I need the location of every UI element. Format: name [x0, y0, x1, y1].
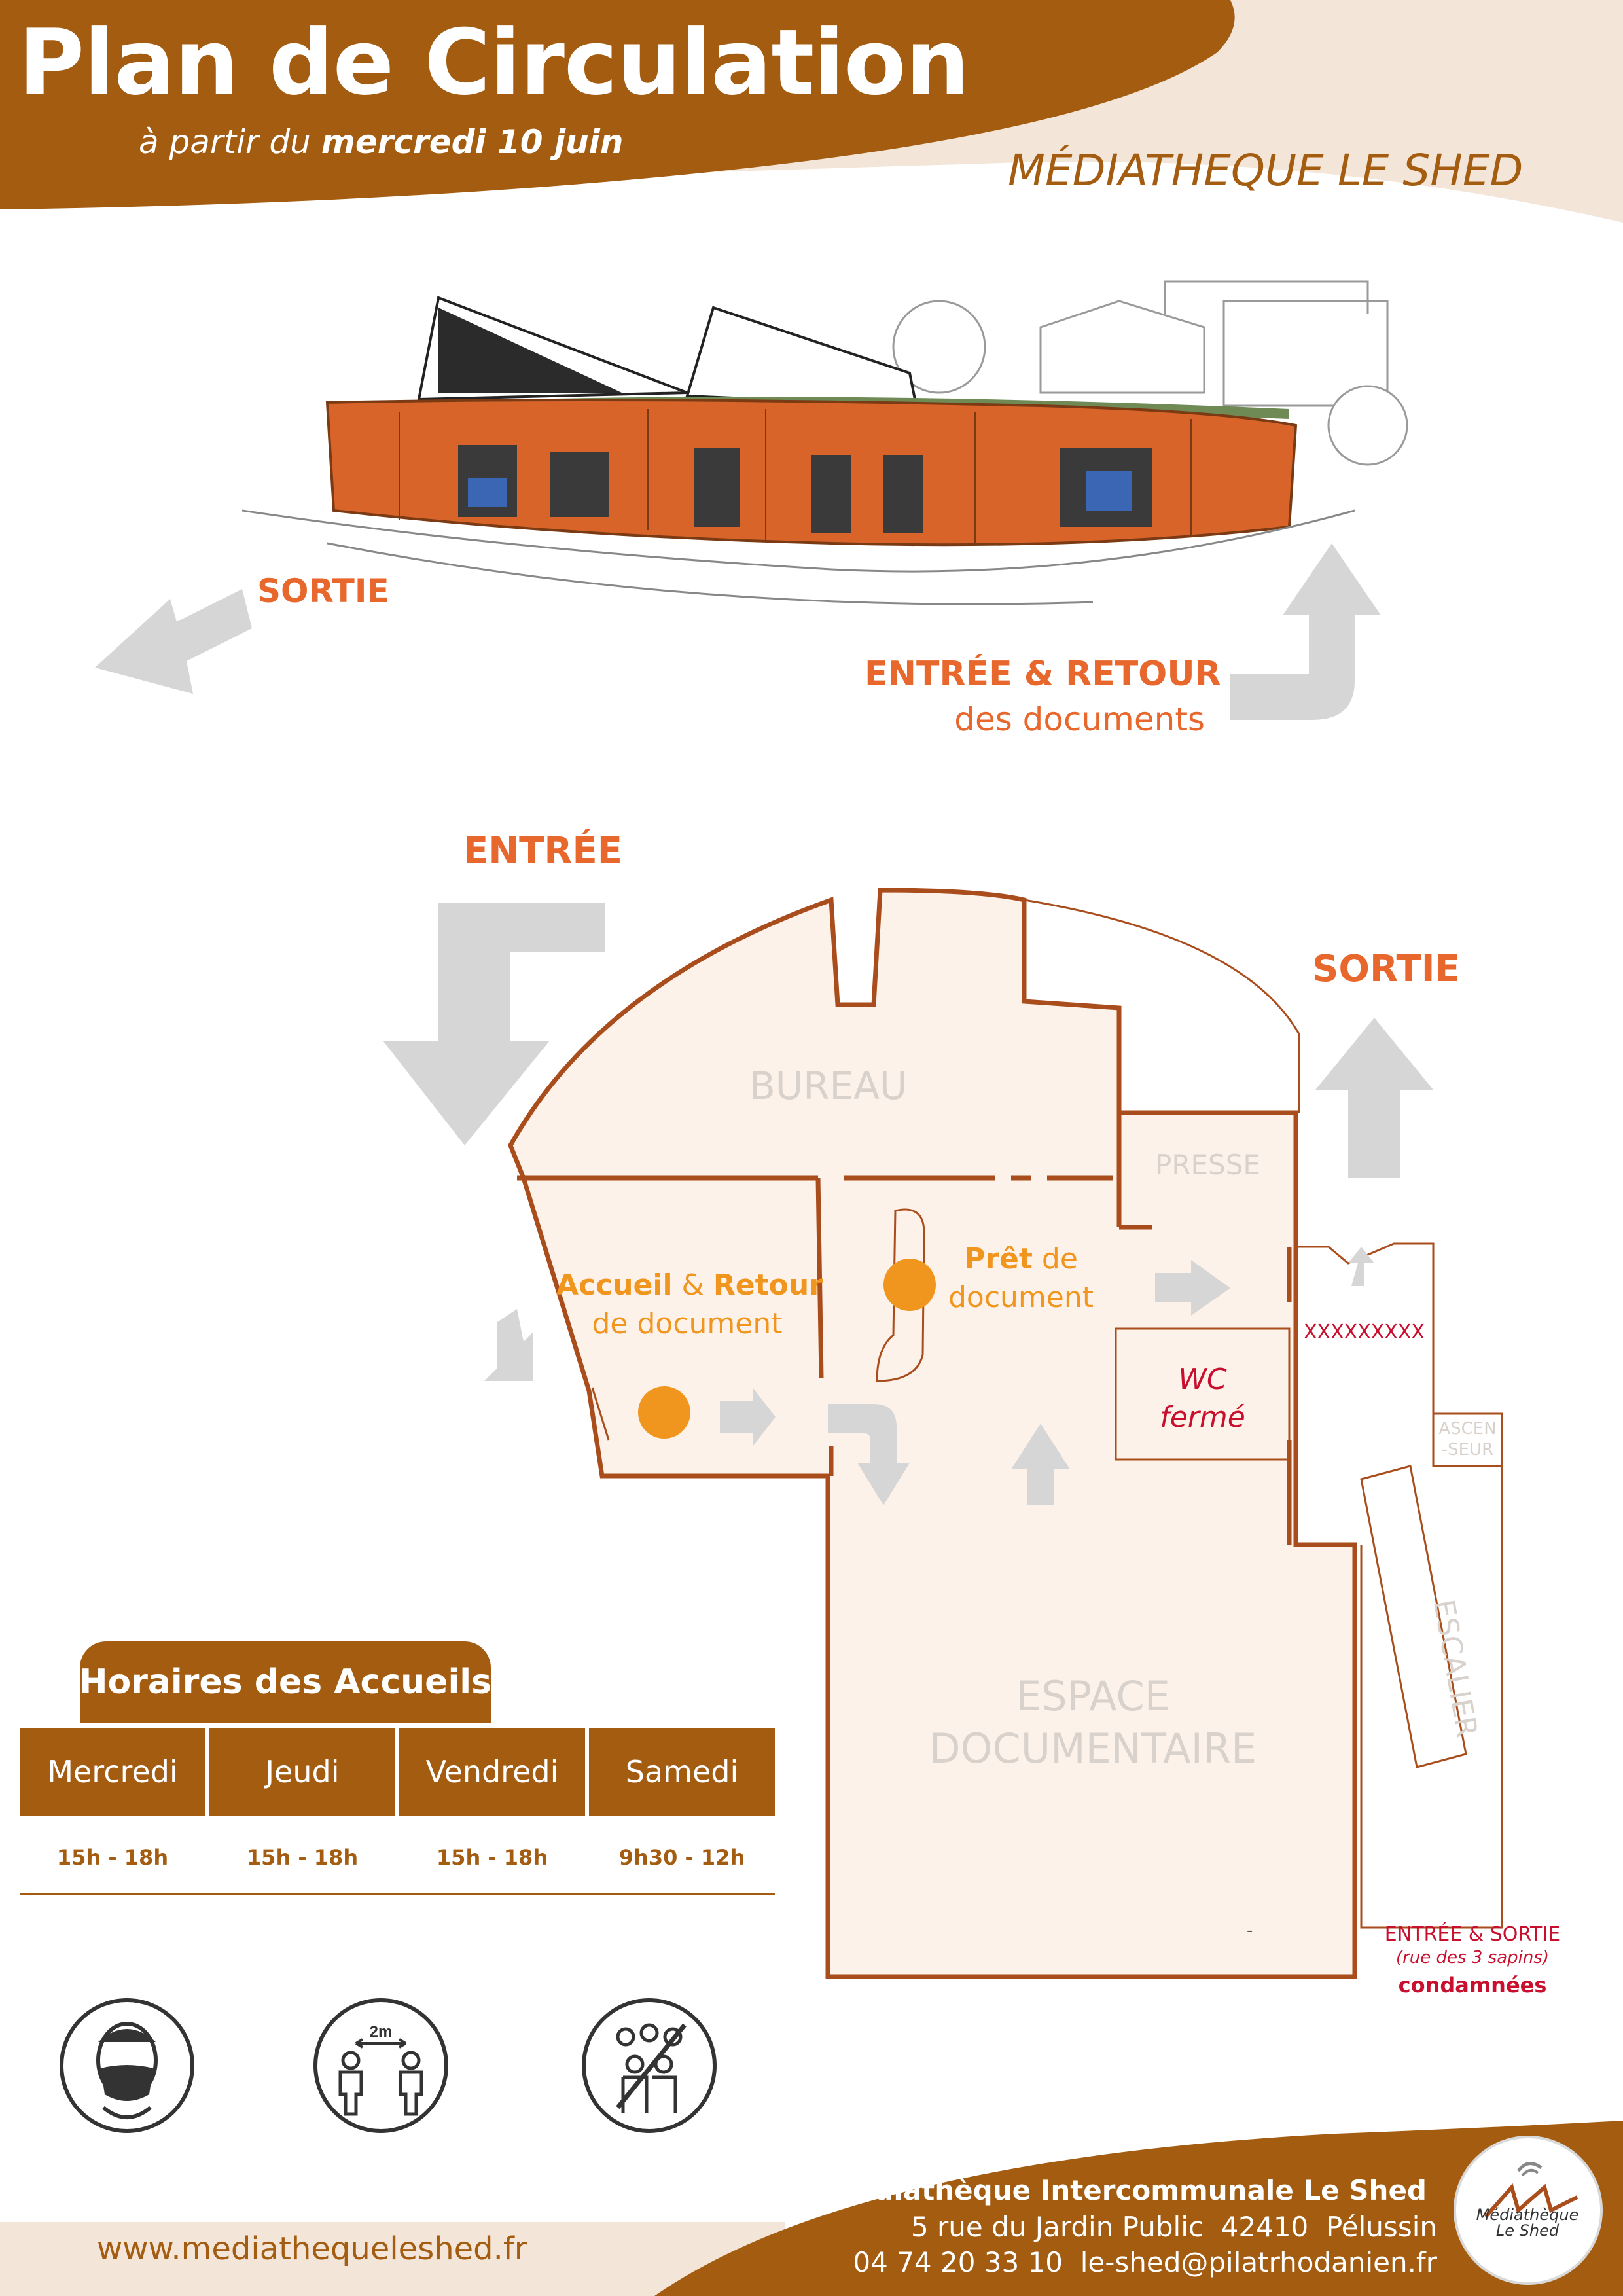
subtitle-prefix: à partir du: [139, 123, 311, 161]
page-title: Plan de Circulation: [18, 10, 970, 115]
flow-arrow-small-icon: [1348, 1247, 1374, 1286]
hours-times-row: 15h - 18h 15h - 18h 15h - 18h 9h30 - 12h: [20, 1816, 775, 1899]
outside-entry-sublabel: des documents: [954, 700, 1205, 738]
wc-label: WC: [1178, 1363, 1227, 1396]
face-mask-icon: [60, 1998, 194, 2133]
library-logo-icon: [1454, 2136, 1603, 2285]
blocked-passage-label: XXXXXXXXX: [1304, 1321, 1425, 1344]
hours-table: Mercredi Jeudi Vendredi Samedi 15h - 18h…: [20, 1728, 775, 1899]
logo-line-2: Le Shed: [1495, 2221, 1560, 2240]
plan-exit-label: SORTIE: [1312, 948, 1460, 990]
outside-entry-label: ENTRÉE & RETOUR: [865, 655, 1221, 694]
wc-status: fermé: [1160, 1401, 1245, 1434]
time-cell: 15h - 18h: [246, 1845, 359, 1870]
closed-entrance-status: condamnées: [1398, 1973, 1547, 1998]
loan-bold: Prêt: [964, 1242, 1033, 1276]
loan-label: Prêt de: [942, 1242, 1099, 1276]
room-presse-label: PRESSE: [1155, 1149, 1260, 1181]
hours-title: Horaires des Accueils: [79, 1641, 491, 1723]
social-distance-icon: 2m: [313, 1998, 448, 2133]
hours-days-row: Mercredi Jeudi Vendredi Samedi: [20, 1728, 775, 1816]
day-cell: Jeudi: [209, 1728, 395, 1816]
reception-amp: &: [681, 1268, 704, 1302]
footer-cream-band: [0, 2222, 785, 2296]
time-cell: 15h - 18h: [436, 1845, 548, 1870]
distance-label: 2m: [370, 2023, 393, 2041]
outside-arrows: [95, 543, 1381, 720]
org-contact: 04 74 20 33 10 le-shed@pilatrhodanien.fr: [853, 2246, 1437, 2278]
floor-plan: [383, 888, 1503, 1979]
loan-rest: de: [1041, 1242, 1078, 1276]
exit-arrow-left-icon: [95, 589, 252, 694]
day-cell: Vendredi: [399, 1728, 585, 1816]
closed-entrance-label: ENTRÉE & SORTIE: [1384, 1923, 1561, 1946]
reception-bold-2: Retour: [713, 1268, 823, 1302]
time-cell: 9h30 - 12h: [618, 1845, 745, 1870]
loan-marker: [883, 1259, 936, 1311]
reception-marker: [638, 1386, 690, 1439]
closed-entrance-street: (rue des 3 sapins): [1395, 1948, 1550, 1967]
reception-label: Accueil & Retour: [556, 1268, 823, 1302]
flow-arrow-right-2-icon: [1155, 1260, 1230, 1316]
footer-brown-band: [654, 2121, 1623, 2296]
page-subtitle: à partir du mercredi 10 juin: [139, 123, 623, 161]
org-address: 5 rue du Jardin Public 42410 Pélussin: [910, 2211, 1437, 2243]
day-cell: Mercredi: [20, 1728, 205, 1816]
flow-arrow-diagonal-icon: [484, 1309, 533, 1381]
outside-exit-label: SORTIE: [257, 572, 389, 610]
room-bureau-label: BUREAU: [749, 1064, 908, 1108]
day-cell: Samedi: [589, 1728, 775, 1816]
logo-text: Médiathèque Le Shed: [1475, 2207, 1580, 2238]
reception-sublabel: de document: [592, 1307, 783, 1340]
docs-area-label-2: DOCUMENTAIRE: [929, 1725, 1257, 1772]
lift-label: ASCEN: [1438, 1419, 1497, 1439]
plan-exit-arrow-up-icon: [1315, 1018, 1433, 1178]
entry-arrow-up-icon: [1230, 543, 1381, 720]
flow-arrow-right-1-icon: [720, 1388, 776, 1446]
time-cell: 15h - 18h: [56, 1845, 169, 1870]
building-illustration: [242, 280, 1408, 605]
stair-shape: [1360, 1465, 1467, 1768]
lift-label-2: -SEUR: [1441, 1440, 1494, 1460]
logo-line-1: Médiathèque: [1476, 2206, 1579, 2224]
plan-floor: [508, 888, 1357, 1979]
flow-arrow-turn-down-icon: [828, 1404, 910, 1505]
plan-entry-label: ENTRÉE: [463, 830, 622, 872]
website-link[interactable]: www.mediathequeleshed.fr: [97, 2231, 527, 2267]
subtitle-date: mercredi 10 juin: [321, 123, 624, 161]
venue-name: MÉDIATHEQUE LE SHED: [1008, 145, 1524, 196]
org-name: Médiathèque Intercommunale Le Shed: [828, 2174, 1427, 2206]
header-brown-band: [0, 0, 1235, 209]
no-gathering-icon: [582, 1998, 717, 2133]
loan-sublabel: document: [948, 1281, 1094, 1314]
hours-divider: [20, 1893, 775, 1895]
docs-area-label: ESPACE: [1016, 1672, 1170, 1720]
flow-arrow-up-icon: [1011, 1424, 1070, 1505]
reception-bold-1: Accueil: [556, 1268, 673, 1302]
docs-dash: -: [1247, 1921, 1253, 1941]
plan-entry-arrow-down-icon: [383, 903, 605, 1145]
